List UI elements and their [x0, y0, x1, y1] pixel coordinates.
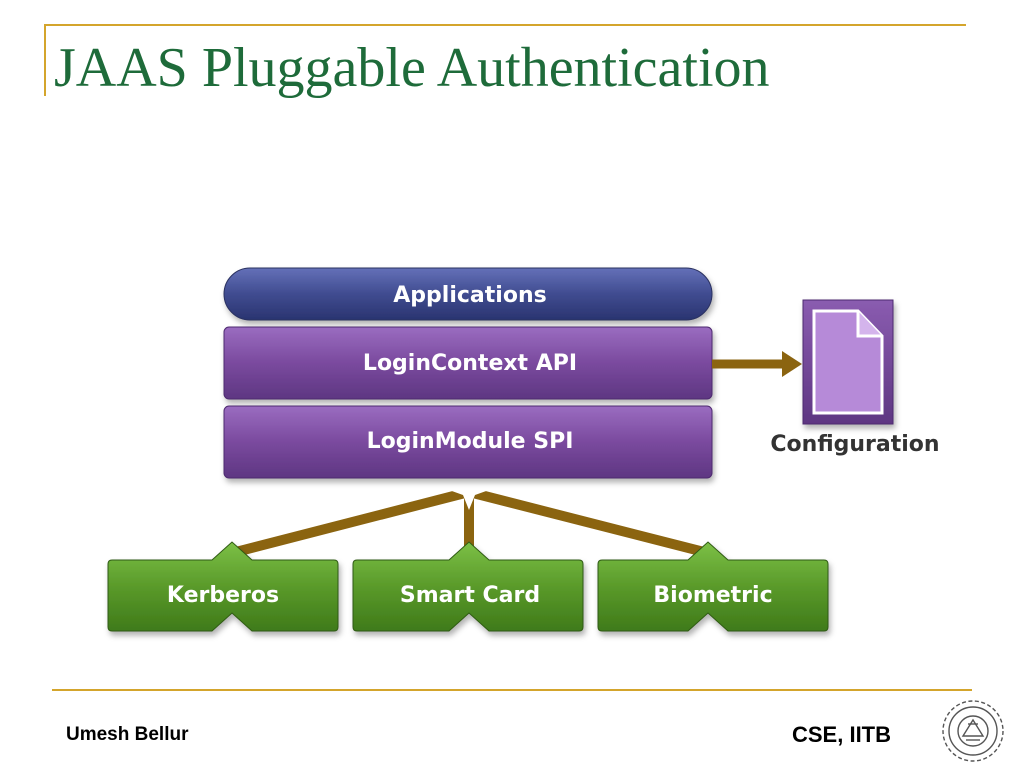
configuration-label: Configuration: [770, 432, 939, 457]
slide-title: JAAS Pluggable Authentication: [54, 37, 770, 99]
module-label: Kerberos: [167, 583, 279, 608]
left-border-rule: [44, 24, 46, 96]
module-connectors: [230, 472, 710, 558]
connector-biometric: [467, 487, 710, 558]
document-icon: [802, 299, 894, 425]
applications-label: Applications: [393, 283, 546, 308]
applications-layer: Applications: [223, 267, 713, 321]
login-module-layer: LoginModule SPI: [223, 405, 713, 479]
footer-institution: CSE, IITB: [792, 722, 892, 747]
footer-author: Umesh Bellur: [66, 724, 189, 745]
junction-star-icon: [449, 472, 489, 510]
module-label: Smart Card: [400, 583, 540, 608]
footer-rule: [52, 689, 972, 691]
connector-kerberos: [230, 487, 471, 558]
module-biometric: Biometric: [597, 541, 829, 632]
institute-seal-logo: [942, 700, 1004, 762]
login-context-label: LoginContext API: [363, 351, 577, 376]
module-smart-card: Smart Card: [352, 541, 584, 632]
login-context-layer: LoginContext API: [223, 326, 713, 400]
top-border-rule: [44, 24, 966, 26]
login-module-label: LoginModule SPI: [367, 429, 574, 454]
configuration-arrow: [712, 351, 802, 377]
module-label: Biometric: [653, 583, 772, 608]
module-kerberos: Kerberos: [107, 541, 339, 632]
